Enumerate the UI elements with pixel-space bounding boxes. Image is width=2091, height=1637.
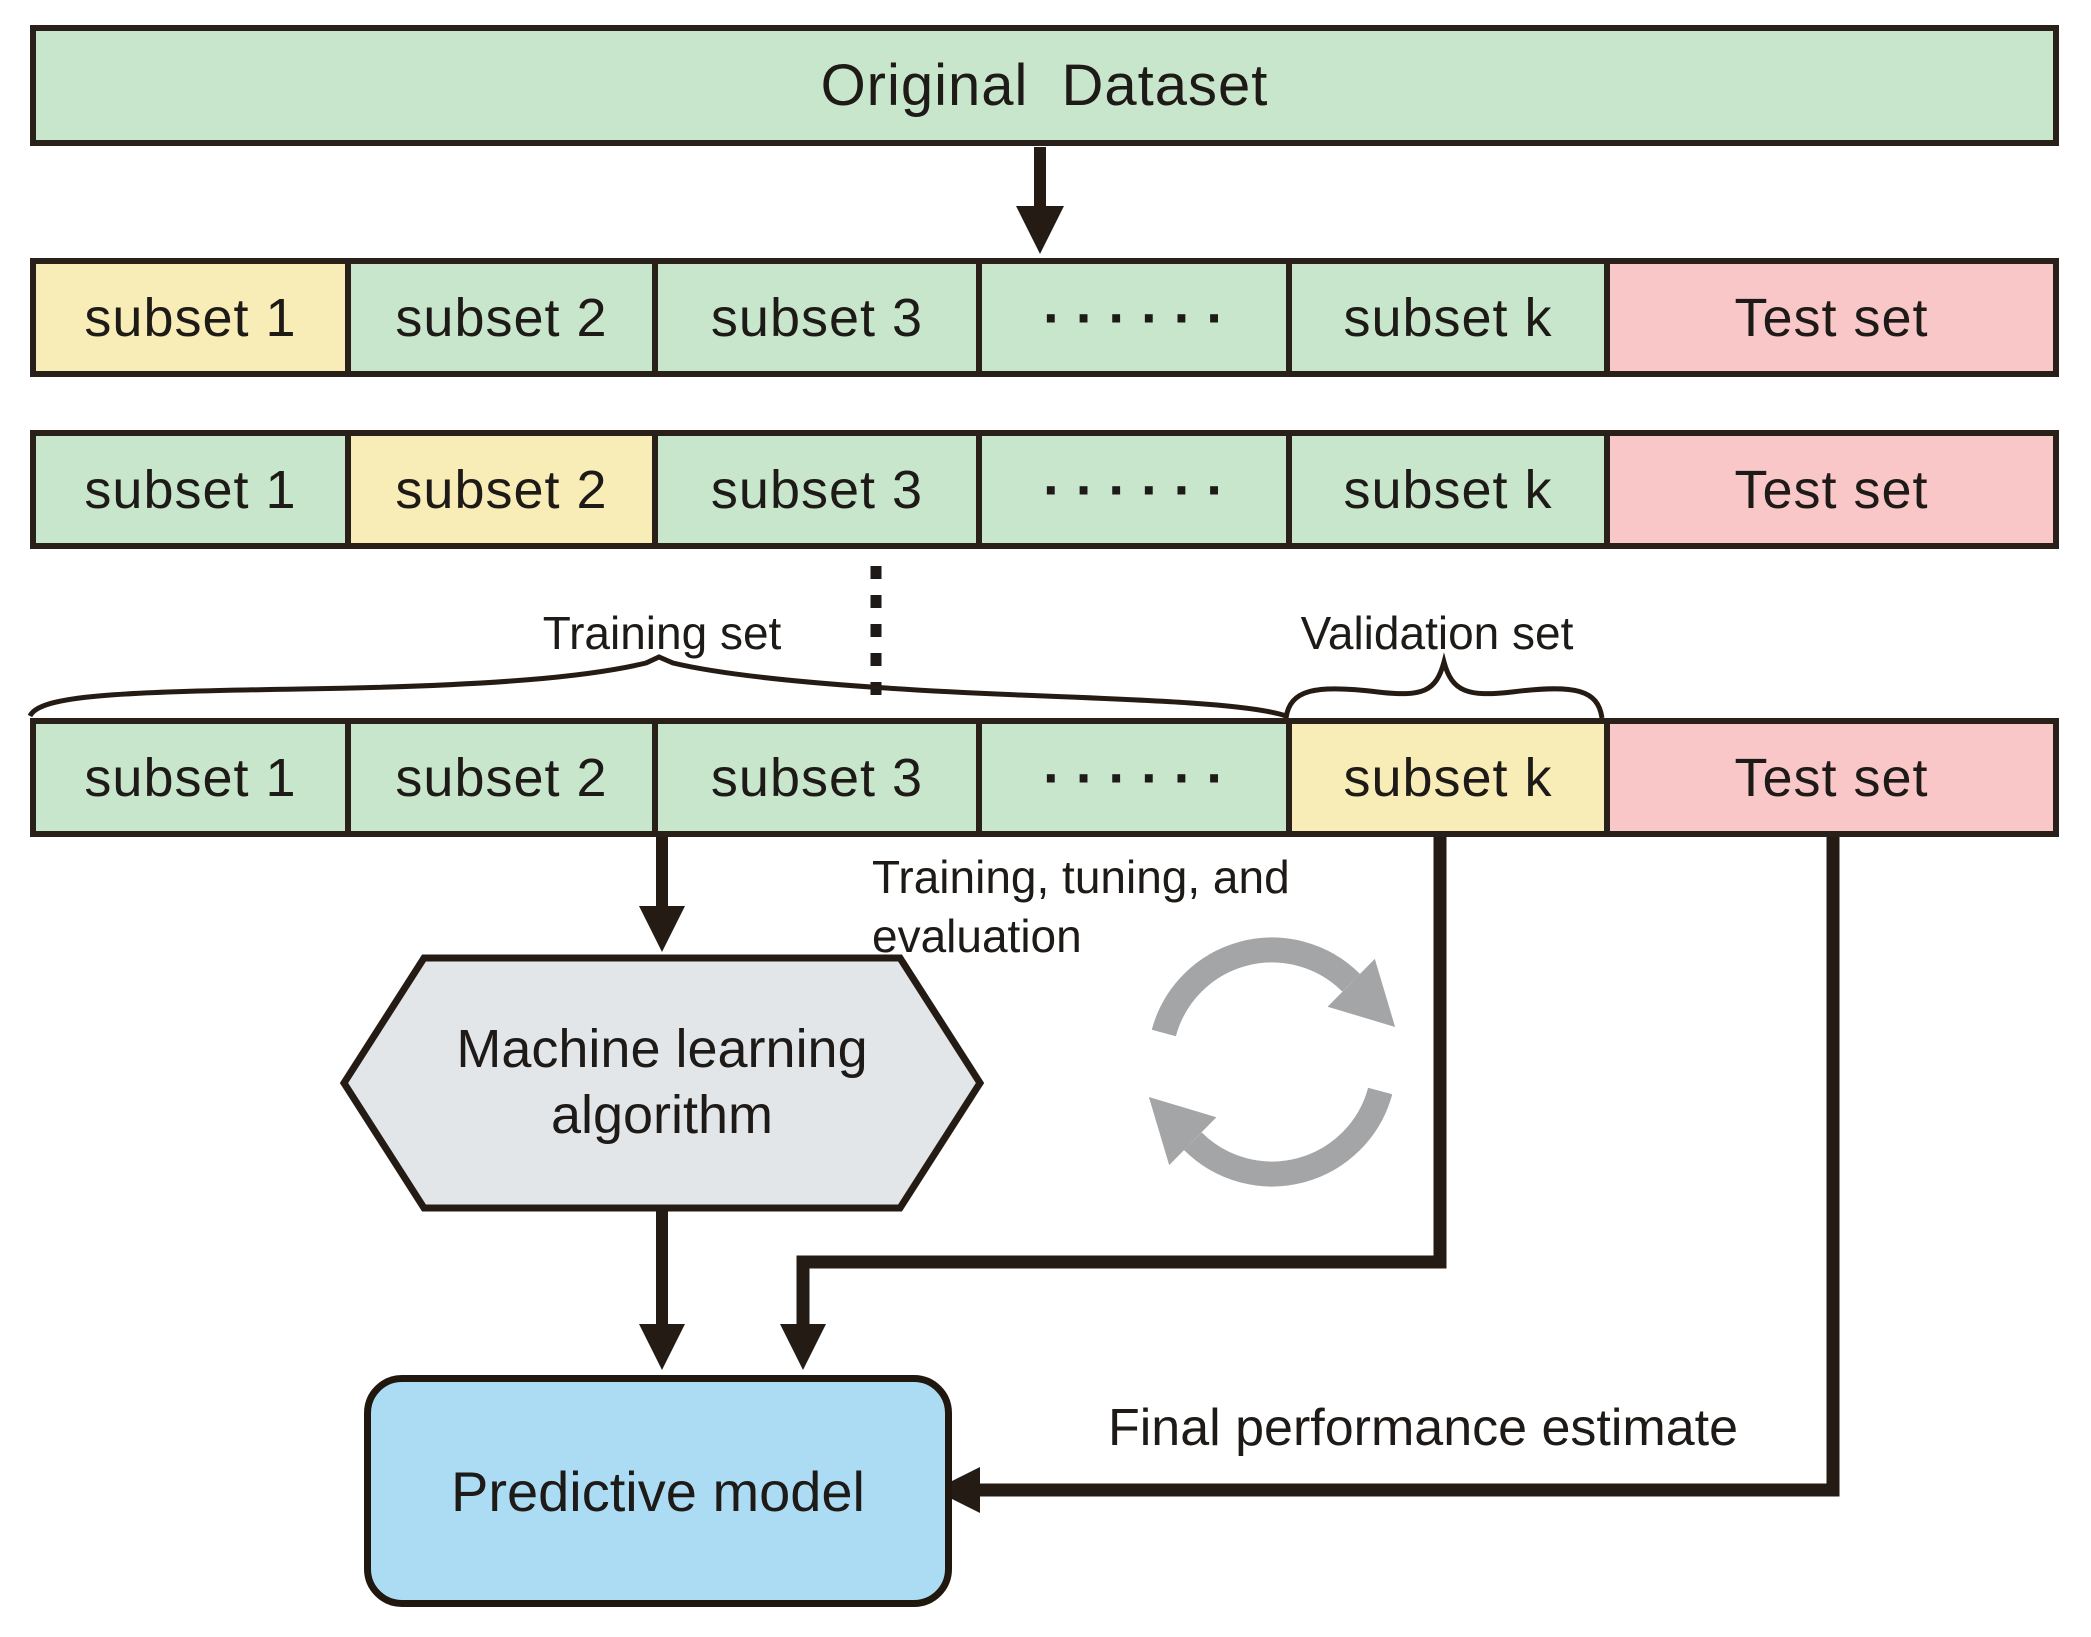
row3-subset-1-cell: subset 1: [30, 718, 351, 837]
row3-ellipsis-cell: ······: [976, 718, 1292, 837]
row2-subset-3-cell: subset 3: [652, 430, 982, 549]
ml-algorithm-label: Machine learning algorithm: [380, 975, 944, 1191]
row2-subset-1-cell: subset 1: [30, 430, 351, 549]
row1-subset-3-cell: subset 3: [652, 258, 982, 377]
row2-subset-k-cell: subset k: [1286, 430, 1610, 549]
ml-algorithm-label-line1: Machine learning: [456, 1019, 868, 1080]
row1-ellipsis-cell: ······: [976, 258, 1292, 377]
row1-subset-1-cell: subset 1: [30, 258, 351, 377]
ml-algorithm-hexagon: [339, 954, 985, 1212]
loop-caption-line2: evaluation: [872, 909, 1082, 962]
arrow-dataset-to-subsets: [1016, 147, 1064, 254]
validation-set-label: Validation set: [1300, 607, 1574, 659]
training-set-brace: [27, 654, 1287, 719]
row3-test-set-cell: Test set: [1604, 718, 2059, 837]
loop-caption-line1: Training, tuning, and: [872, 851, 1290, 903]
row3-subset-k-cell: subset k: [1286, 718, 1610, 837]
ml-algorithm-label-line2: algorithm: [550, 1085, 774, 1145]
final-performance-label: Final performance estimate: [1107, 1399, 1739, 1457]
arrow-training-to-algorithm: [639, 837, 685, 952]
row1-test-set-cell: Test set: [1604, 258, 2059, 377]
validation-set-brace: [1283, 652, 1605, 719]
cycle-arrows-icon: [1148, 937, 1396, 1187]
row1-subset-k-cell: subset k: [1286, 258, 1610, 377]
row2-subset-2-cell: subset 2: [345, 430, 658, 549]
row1-subset-2-cell: subset 2: [345, 258, 658, 377]
arrow-algorithm-to-model: [639, 1211, 685, 1370]
arrow-validation-to-model: [780, 837, 1447, 1370]
arrow-testset-to-model: [934, 837, 1840, 1513]
row3-subset-3-cell: subset 3: [652, 718, 982, 837]
loop-caption: Training, tuning, and evaluation: [872, 848, 1290, 966]
predictive-model-box: Predictive model: [364, 1375, 952, 1607]
row2-ellipsis-cell: ······: [976, 430, 1292, 549]
row2-test-set-cell: Test set: [1604, 430, 2059, 549]
training-set-label: Training set: [542, 607, 782, 659]
original-dataset-bar: Original Dataset: [30, 25, 2059, 146]
row3-subset-2-cell: subset 2: [345, 718, 658, 837]
